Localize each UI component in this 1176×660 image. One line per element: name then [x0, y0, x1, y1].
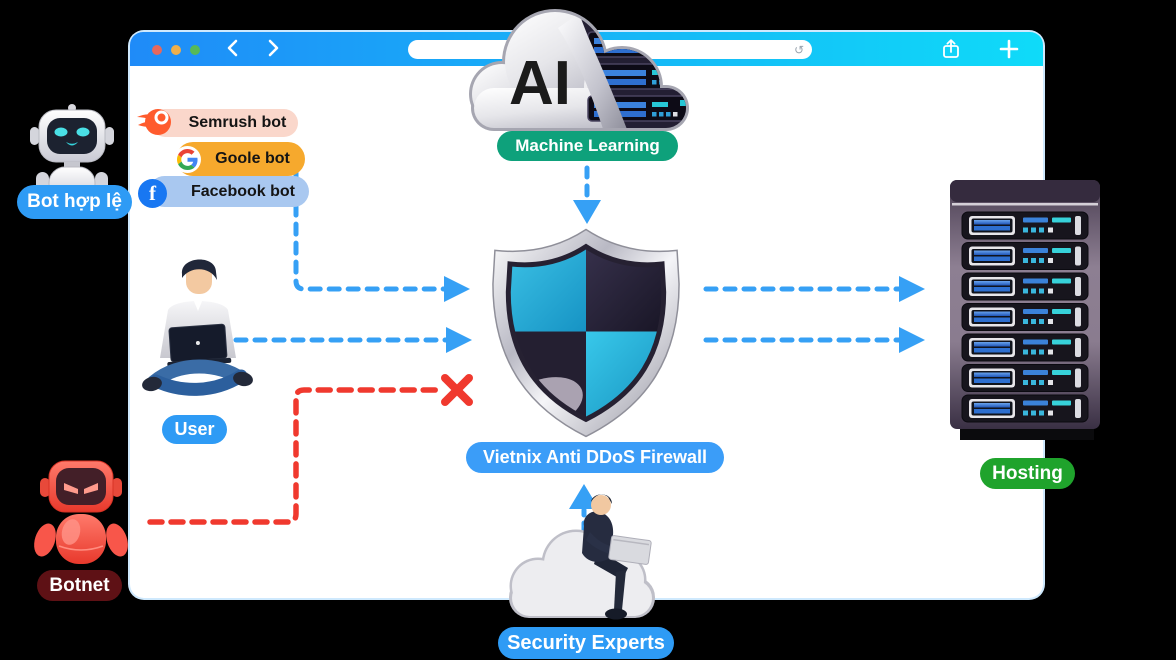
ai-cloud-graphic: AI — [469, 9, 689, 131]
firewall-badge: Vietnix Anti DDoS Firewall — [466, 442, 724, 473]
hosting-badge: Hosting — [980, 458, 1075, 489]
red-robot-graphic — [34, 460, 128, 564]
valid-bots-badge: Bot hợp lệ — [17, 185, 132, 219]
share-button[interactable] — [940, 38, 962, 60]
google-icon — [174, 146, 201, 173]
firewall-shield — [487, 226, 685, 445]
semrush-bot-pill: Semrush bot — [151, 109, 298, 137]
user-graphic — [142, 259, 253, 396]
forward-button[interactable] — [262, 38, 282, 58]
facebook-icon: f — [138, 179, 167, 208]
hosting-rack — [950, 180, 1100, 447]
minimize-window-button[interactable] — [171, 45, 181, 55]
security-experts-badge: Security Experts — [498, 627, 674, 659]
user-label: User — [174, 419, 215, 439]
hosting-label: Hosting — [992, 462, 1063, 484]
machine-learning-label: Machine Learning — [515, 136, 660, 155]
forward-chevron-icon — [268, 39, 279, 57]
back-button[interactable] — [224, 38, 244, 58]
facebook-bot-label: Facebook bot — [190, 182, 295, 200]
ai-cloud: AI — [452, 2, 702, 139]
valid-bots-label: Bot hợp lệ — [27, 191, 122, 212]
ai-label: AI — [509, 49, 571, 118]
share-icon — [943, 39, 959, 58]
machine-learning-badge: Machine Learning — [497, 131, 678, 161]
user-figure — [140, 252, 255, 417]
plus-icon — [999, 39, 1019, 59]
shield-graphic — [492, 228, 680, 438]
user-badge: User — [162, 415, 227, 444]
facebook-bot-pill: Facebook bot — [149, 176, 309, 207]
firewall-label: Vietnix Anti DDoS Firewall — [482, 447, 708, 467]
close-window-button[interactable] — [152, 45, 162, 55]
semrush-icon — [136, 105, 172, 139]
reload-icon[interactable]: ↻ — [793, 42, 804, 57]
security-experts-label: Security Experts — [507, 631, 665, 654]
back-chevron-icon — [227, 39, 238, 57]
security-expert-graphic — [509, 494, 655, 620]
google-bot-label: Goole bot — [215, 150, 290, 167]
botnet-badge: Botnet — [37, 570, 122, 601]
server-rack-graphic — [950, 180, 1100, 440]
botnet-robot — [28, 450, 133, 573]
botnet-label: Botnet — [49, 574, 110, 596]
security-expert-figure — [498, 488, 673, 628]
new-tab-button[interactable] — [998, 38, 1020, 60]
zoom-window-button[interactable] — [190, 45, 200, 55]
semrush-bot-label: Semrush bot — [188, 114, 287, 131]
